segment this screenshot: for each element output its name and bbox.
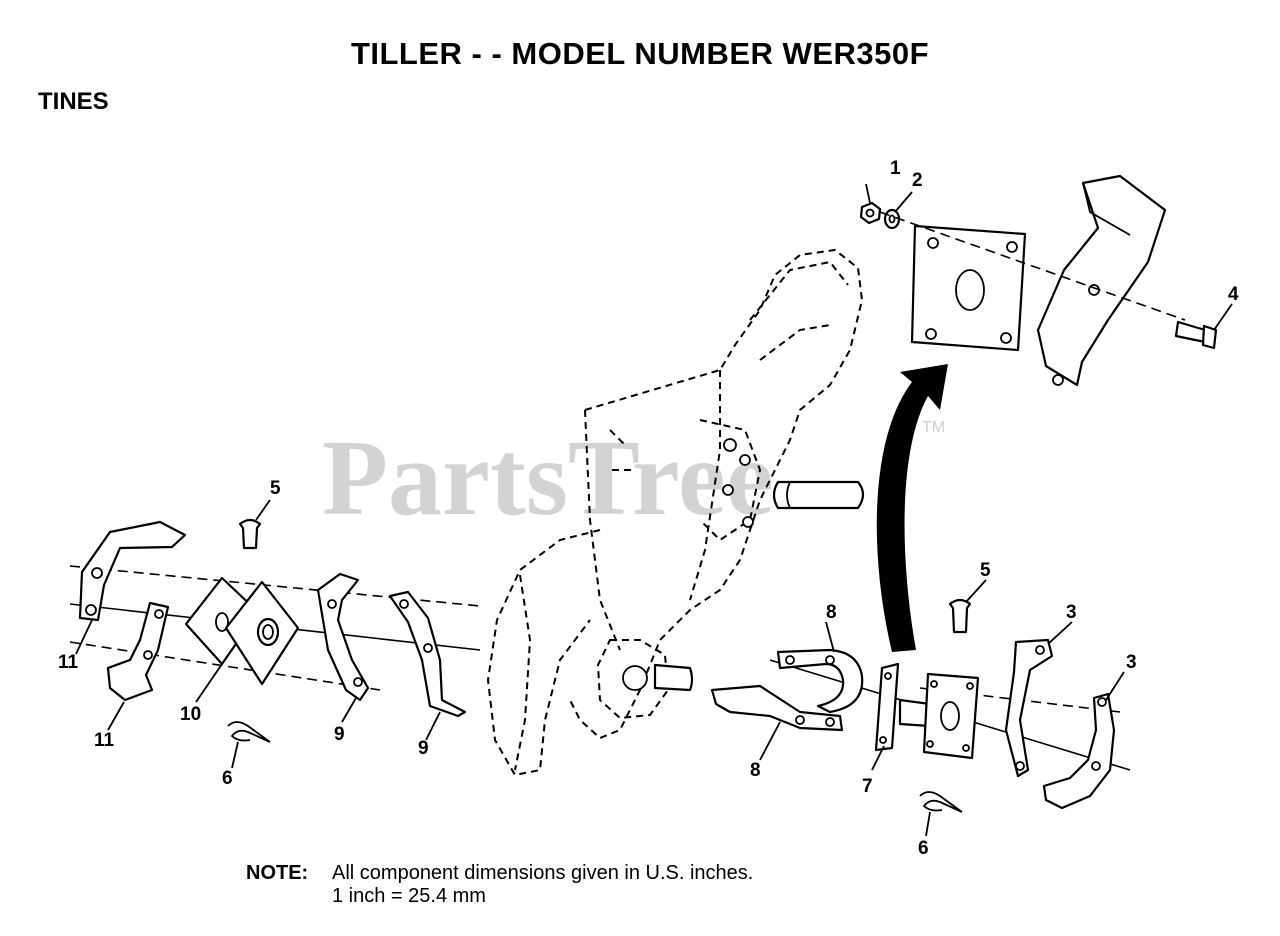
callout-5-left: 5 [270,478,281,499]
note-line-2: 1 inch = 25.4 mm [332,885,486,907]
tine-blade-part-9-left [316,572,370,702]
callout-9-right: 9 [418,738,429,759]
tine-blade-part-3-left [1004,638,1054,778]
callout-7: 7 [862,776,873,797]
note-line-1: All component dimensions given in U.S. i… [332,862,754,884]
tine-blade-part-8-lower [710,684,844,732]
hub-plate-lower [922,672,980,760]
callout-3-right: 3 [1126,652,1137,673]
bolt-part-4 [1174,320,1218,350]
pin-part-5-right [948,598,972,634]
page-title: TILLER - - MODEL NUMBER WER350F [350,36,930,71]
callout-11-lower: 11 [94,730,115,751]
tine-blade-part-3-right [1042,692,1116,810]
hairpin-part-6-right [919,791,963,813]
hub-plate-top [910,224,1027,352]
watermark-text: PartsTree [322,419,774,538]
watermark-trademark: TM [922,419,945,436]
callout-4: 4 [1228,284,1239,305]
nut-part-1 [859,201,882,225]
leader-lines [75,183,1233,837]
callout-11-upper: 11 [58,652,79,673]
callout-9-left: 9 [334,724,345,745]
callout-1: 1 [890,158,901,179]
callout-3-left: 3 [1066,602,1077,623]
tine-blade-part-9-right [388,590,467,718]
callout-10: 10 [180,704,201,725]
note-label: NOTE: [246,862,309,884]
assembly-arrow [876,364,948,652]
callout-8-upper: 8 [826,602,837,623]
callout-2: 2 [912,170,923,191]
hairpin-part-6-left [227,721,271,743]
tine-blade-top-right [1036,174,1167,387]
tine-blade-part-11-lower [106,601,170,702]
callout-5-right: 5 [980,560,991,581]
flange-plate-part-10 [184,576,300,686]
dimension-note: NOTE: All component dimensions given in U… [246,862,753,908]
tiller-housing [486,248,864,777]
washer-part-2 [883,208,901,230]
pin-part-5-left [238,518,262,550]
callout-6-right: 6 [918,838,929,859]
tine-blade-part-8-upper [776,648,864,714]
tine-shaft [653,480,865,692]
callout-6-left: 6 [222,768,233,789]
callout-8-lower: 8 [750,760,761,781]
section-heading: TINES [38,88,109,115]
tine-blade-part-11-upper [78,520,187,622]
